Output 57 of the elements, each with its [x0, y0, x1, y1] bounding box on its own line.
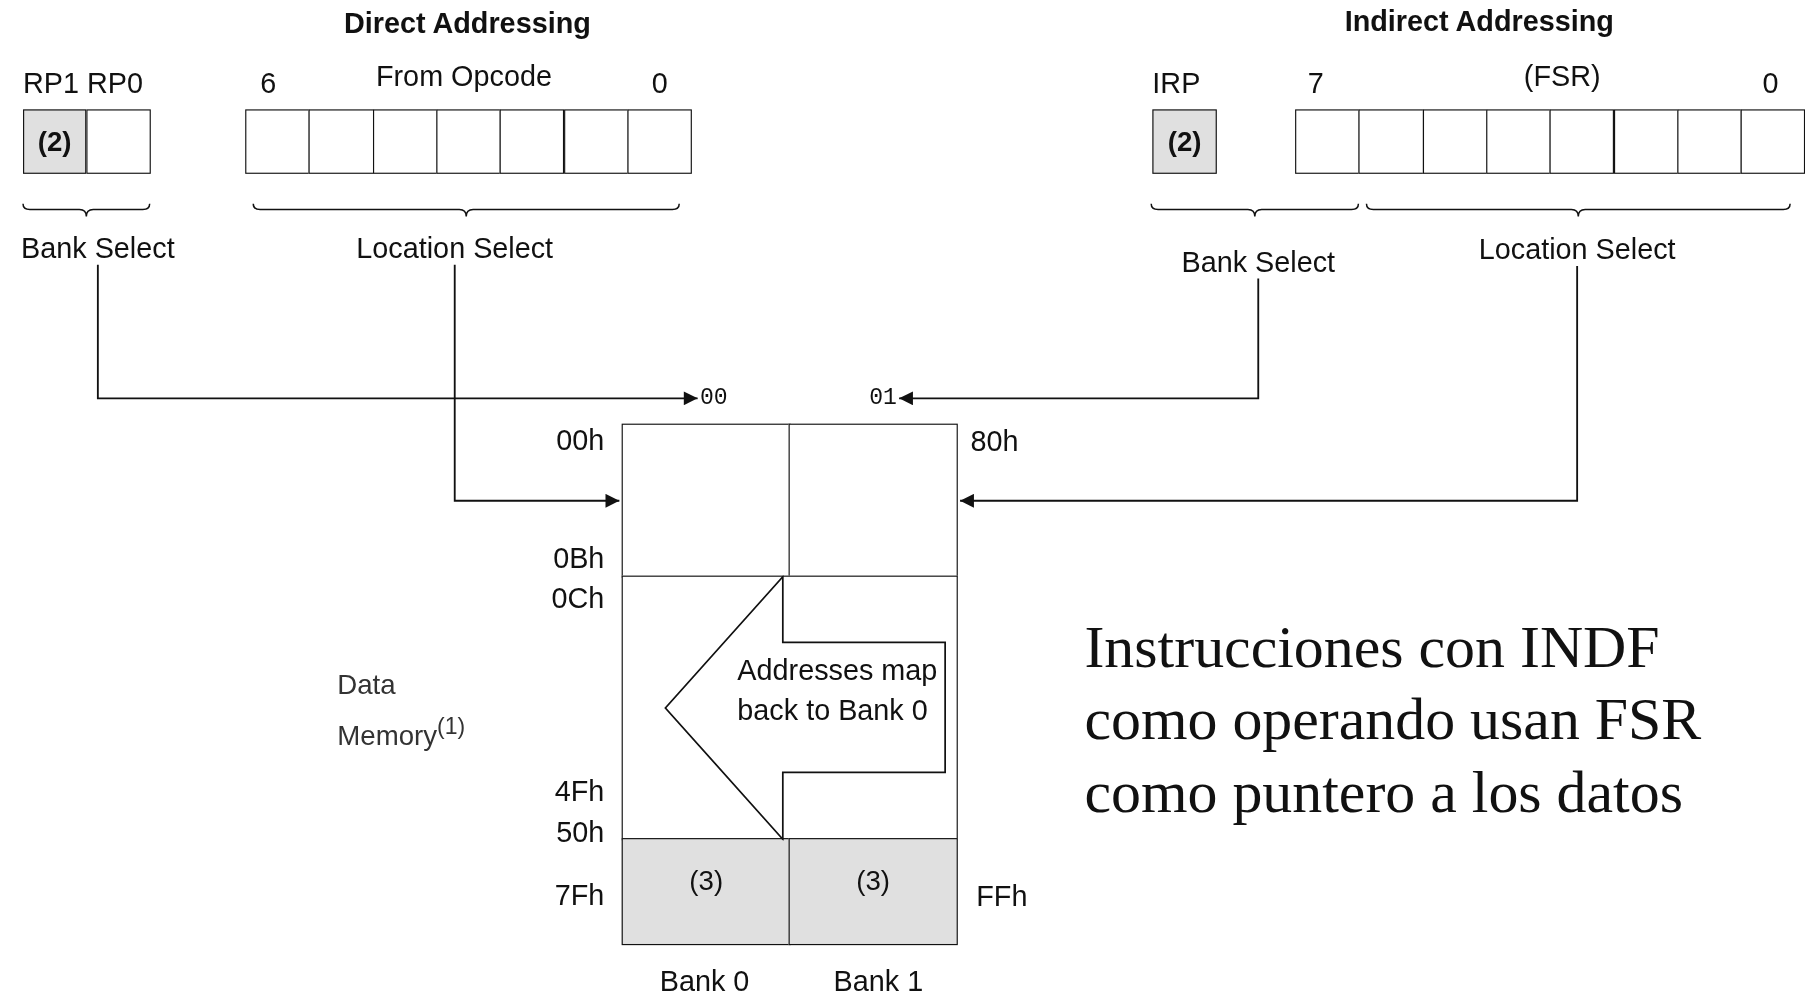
field-label: Location Select	[356, 233, 554, 263]
note-text: Instrucciones con INDF como operando usan FSR como puntero a los datos	[1084, 612, 1703, 827]
block-arrow	[662, 575, 946, 840]
bank-bits-label: 01	[869, 386, 897, 410]
memory-region: (3)	[621, 838, 791, 946]
field-label: Bank Select	[1181, 247, 1336, 277]
address-label: 7Fh	[554, 880, 605, 910]
register-bit-cell	[1358, 109, 1424, 174]
memory-label: Data Memory$^{(1)}$	[337, 667, 467, 753]
address-label: 00h	[556, 425, 605, 455]
register-bit-cell	[372, 109, 438, 174]
register-bit-cell: (2)	[1152, 109, 1217, 174]
arrow-label: Addresses map back to Bank 0	[737, 652, 939, 727]
text-label: 0	[651, 69, 668, 98]
arrow	[959, 265, 1579, 508]
address-label: 80h	[970, 427, 1019, 456]
register-bit-cell	[1677, 109, 1742, 174]
register-bit-cell	[1613, 109, 1679, 174]
section-title: Indirect Addressing	[1344, 6, 1614, 36]
section-title: Direct Addressing	[343, 9, 591, 38]
field-label: Bank Select	[21, 233, 175, 263]
field-label: Location Select	[1478, 234, 1676, 264]
arrow	[96, 263, 699, 406]
bank-bits-label: 00	[699, 386, 728, 410]
text-label: (FSR)	[1523, 62, 1601, 91]
register-bit-cell	[308, 109, 374, 174]
text-label: RP1 RP0	[23, 69, 143, 98]
register-bit-cell	[627, 109, 692, 174]
address-label: 50h	[556, 817, 605, 847]
address-label: 4Fh	[554, 777, 605, 806]
text-label: 0	[1762, 69, 1779, 98]
arrow	[898, 277, 1260, 406]
text-label: Bank 0	[659, 967, 750, 996]
arrow	[453, 263, 621, 508]
text-label: 6	[260, 69, 277, 98]
register-bit-cell	[1740, 109, 1805, 174]
address-label: 0Bh	[553, 543, 605, 573]
register-bit-cell	[499, 109, 565, 174]
register-bit-cell	[1549, 109, 1615, 174]
register-bit-cell: (2)	[23, 109, 87, 174]
register-bit-cell	[245, 109, 310, 174]
text-label: Bank 1	[833, 967, 924, 996]
text-label: 7	[1307, 69, 1324, 98]
register-bit-cell	[436, 109, 501, 174]
register-bit-cell	[86, 109, 151, 174]
text-label: From Opcode	[375, 62, 552, 91]
memory-region	[788, 423, 958, 578]
address-label: FFh	[976, 881, 1028, 911]
register-bit-cell	[1422, 109, 1488, 174]
address-label: 0Ch	[551, 583, 605, 613]
register-bit-cell	[1295, 109, 1360, 174]
register-bit-cell	[563, 109, 629, 174]
memory-region	[621, 423, 791, 578]
memory-region	[621, 575, 958, 841]
register-bit-cell	[1486, 109, 1551, 174]
text-label: IRP	[1152, 69, 1201, 98]
memory-region: (3)	[788, 838, 958, 946]
